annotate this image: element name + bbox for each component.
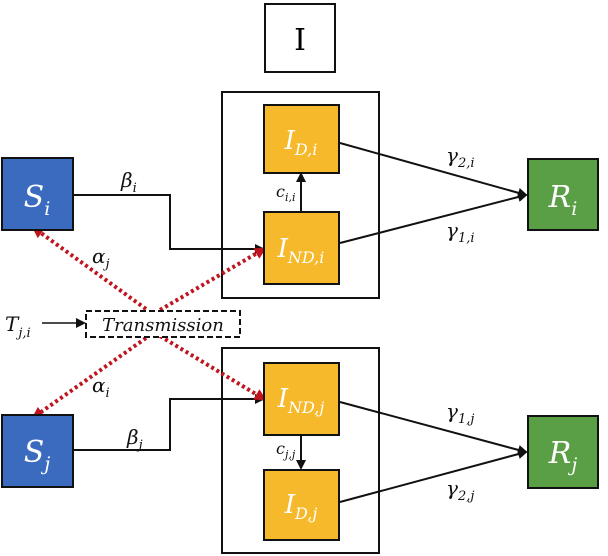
r-i-label: Ri bbox=[548, 180, 578, 220]
i-nd-j-label: IND,j bbox=[277, 384, 325, 417]
gamma-2j-edge bbox=[339, 449, 528, 503]
transmission-label: Transmission bbox=[102, 315, 224, 336]
r-j-label: Rj bbox=[548, 436, 578, 476]
i-d-i-node bbox=[263, 104, 340, 174]
s-j-label: Sj bbox=[24, 435, 51, 475]
gamma-2i-label: γ2,i bbox=[446, 143, 475, 171]
gamma-1j-label: γ1,j bbox=[446, 399, 474, 427]
alpha-i-label: αi bbox=[92, 373, 110, 401]
i-d-j-node bbox=[263, 469, 340, 541]
alpha-j-label: αj bbox=[92, 244, 110, 272]
transmission-to-s-i-edge bbox=[31, 226, 148, 311]
region-j-group-box bbox=[221, 347, 380, 554]
r-i-node bbox=[527, 158, 599, 231]
beta-j-label: βj bbox=[126, 425, 143, 453]
beta-i-label: βi bbox=[120, 168, 137, 196]
c-ii-label: ci,i bbox=[276, 182, 296, 204]
infected-group-header-box bbox=[264, 3, 336, 73]
transmission-to-i-nd-i-edge bbox=[158, 247, 267, 312]
gamma-2i-edge bbox=[339, 142, 528, 198]
gamma-1i-edge bbox=[339, 192, 528, 244]
i-nd-i-label: IND,i bbox=[277, 234, 325, 267]
s-j-node bbox=[1, 414, 74, 488]
s-i-label: Si bbox=[24, 180, 51, 220]
t-ji-label: Tj,i bbox=[5, 312, 31, 341]
transmission-to-s-j-edge bbox=[31, 336, 148, 419]
i-nd-j-node bbox=[263, 362, 340, 436]
i-d-i-label: ID,i bbox=[284, 126, 318, 159]
beta-i-edge bbox=[73, 194, 265, 254]
s-i-node bbox=[1, 157, 74, 231]
gamma-1j-edge bbox=[339, 401, 528, 455]
transmission-box bbox=[85, 310, 241, 338]
gamma-2j-label: γ2,j bbox=[446, 476, 474, 504]
c-jj-label: cj,j bbox=[276, 439, 296, 461]
infected-group-header-label: I bbox=[294, 23, 306, 58]
r-j-node bbox=[527, 415, 599, 489]
gamma-1i-label: γ1,i bbox=[446, 218, 475, 246]
i-nd-i-node bbox=[263, 211, 340, 285]
i-d-j-label: ID,j bbox=[284, 490, 318, 523]
beta-j-edge bbox=[73, 394, 265, 451]
region-i-group-box bbox=[221, 91, 380, 299]
transmission-to-i-nd-j-edge bbox=[158, 334, 267, 401]
